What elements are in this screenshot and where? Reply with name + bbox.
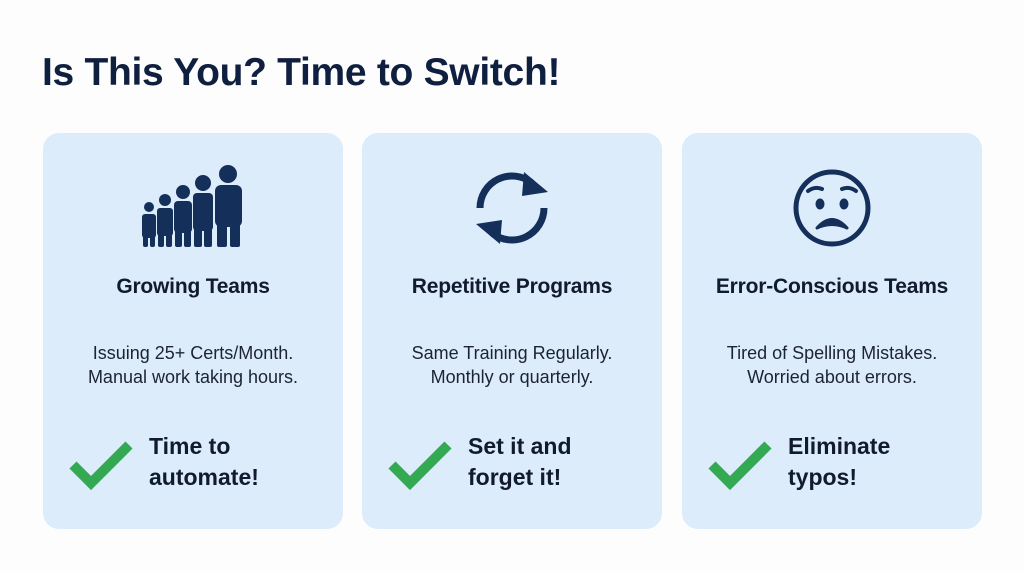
callout: Time to automate! [67,431,259,493]
card-description-line: Worried about errors. [747,367,917,387]
callout-line: forget it! [468,464,562,490]
callout-text: Eliminate typos! [788,431,890,493]
refresh-cycle-icon [457,163,567,253]
card-title: Growing Teams [116,275,270,298]
growing-people-icon [138,163,248,253]
callout-text: Time to automate! [149,431,259,493]
card-description-line: Monthly or quarterly. [430,367,594,387]
card-error-conscious-teams: Error-Conscious Teams Tired of Spelling … [682,133,982,529]
callout-line: Time to [149,433,231,459]
card-description: Same Training Regularly. Monthly or quar… [362,341,662,389]
callout: Set it and forget it! [386,431,572,493]
callout-line: typos! [788,464,857,490]
card-title: Repetitive Programs [411,275,613,298]
checkmark-icon [388,441,452,491]
card-growing-teams: Growing Teams Issuing 25+ Certs/Month. M… [43,133,343,529]
card-description: Issuing 25+ Certs/Month. Manual work tak… [43,341,343,389]
card-description-line: Tired of Spelling Mistakes. [726,343,938,363]
checkmark-icon [708,441,772,491]
card-description: Tired of Spelling Mistakes. Worried abou… [682,341,982,389]
callout-line: Set it and [468,433,572,459]
page-title: Is This You? Time to Switch! [42,51,561,94]
card-repetitive-programs: Repetitive Programs Same Training Regula… [362,133,662,529]
callout: Eliminate typos! [706,431,890,493]
callout-line: automate! [149,464,259,490]
checkmark-icon [69,441,133,491]
callout-text: Set it and forget it! [468,431,572,493]
callout-line: Eliminate [788,433,891,459]
card-description-line: Same Training Regularly. [411,343,613,363]
worried-face-icon [777,163,887,253]
card-description-line: Issuing 25+ Certs/Month. [92,343,294,363]
card-description-line: Manual work taking hours. [87,367,299,387]
card-title: Error-Conscious Teams [715,275,949,298]
